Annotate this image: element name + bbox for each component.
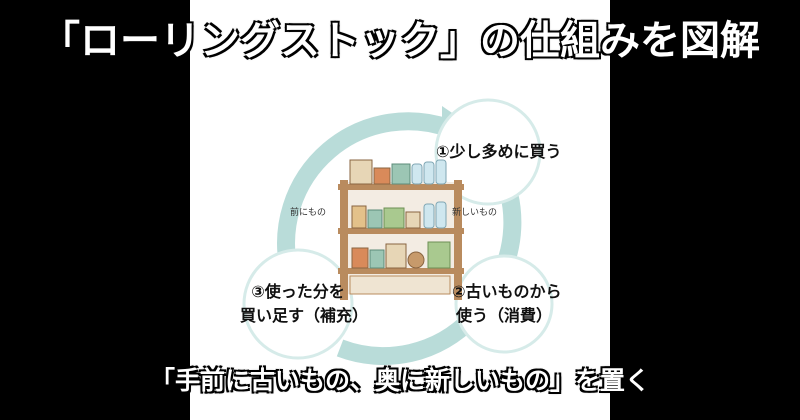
box-item <box>349 159 373 185</box>
cycle-arc-bottom <box>336 311 479 366</box>
step3-line1: ③使った分を <box>251 282 345 301</box>
bubble-step2 <box>454 254 554 354</box>
shelf-back-panel <box>346 182 456 294</box>
bottle-item <box>423 203 435 229</box>
step3-line2: 買い足す（補充） <box>240 306 369 325</box>
diagram-panel: 前にもの 新しいもの ①少し多めに買う ②古いものから 使う（消費） ③使った分… <box>190 0 610 420</box>
left-black-bar <box>0 0 190 420</box>
back-label: 新しいもの <box>452 208 498 218</box>
step2-label: ②古いものから 使う（消費） <box>452 280 562 328</box>
box-item <box>427 241 451 269</box>
box-item <box>385 243 407 269</box>
cookie-item <box>407 251 425 269</box>
step2-line2: 使う（消費） <box>455 306 552 325</box>
cycle-diagram <box>242 98 554 366</box>
step3-label: ③使った分を 買い足す（補充） <box>240 280 369 328</box>
step2-line1: ②古いものから <box>452 282 562 301</box>
can-item <box>367 209 383 229</box>
bottom-storage-box <box>349 275 451 295</box>
bubble-step1 <box>434 98 542 206</box>
box-item <box>391 163 411 185</box>
can-item <box>369 249 385 269</box>
right-black-bar <box>610 0 800 420</box>
bubble-step3 <box>242 248 354 360</box>
bottle-item <box>435 159 447 185</box>
shelf-post-left <box>340 180 348 300</box>
bottle-item <box>423 161 435 185</box>
step1-label: ①少し多めに買う <box>436 142 562 161</box>
cycle-arc-top-left <box>277 112 451 267</box>
pantry-shelf-illustration <box>338 159 464 300</box>
front-label: 前にもの <box>290 208 327 218</box>
bottle-item <box>435 201 447 229</box>
box-item <box>383 207 405 229</box>
bottle-item <box>411 163 423 185</box>
page-title: 「ローリングストック」の仕組みを図解 <box>40 18 760 64</box>
shelf-board-top <box>338 184 464 190</box>
can-item <box>405 211 421 229</box>
shelf-board-low <box>338 268 464 274</box>
bottom-caption: 「手前に古いもの、奥に新しいもの」を置く <box>149 366 650 395</box>
can-item <box>351 205 367 229</box>
can-item <box>351 247 369 269</box>
shelf-board-middle <box>338 228 464 234</box>
shelf-post-right <box>454 180 462 300</box>
can-item <box>373 167 391 185</box>
